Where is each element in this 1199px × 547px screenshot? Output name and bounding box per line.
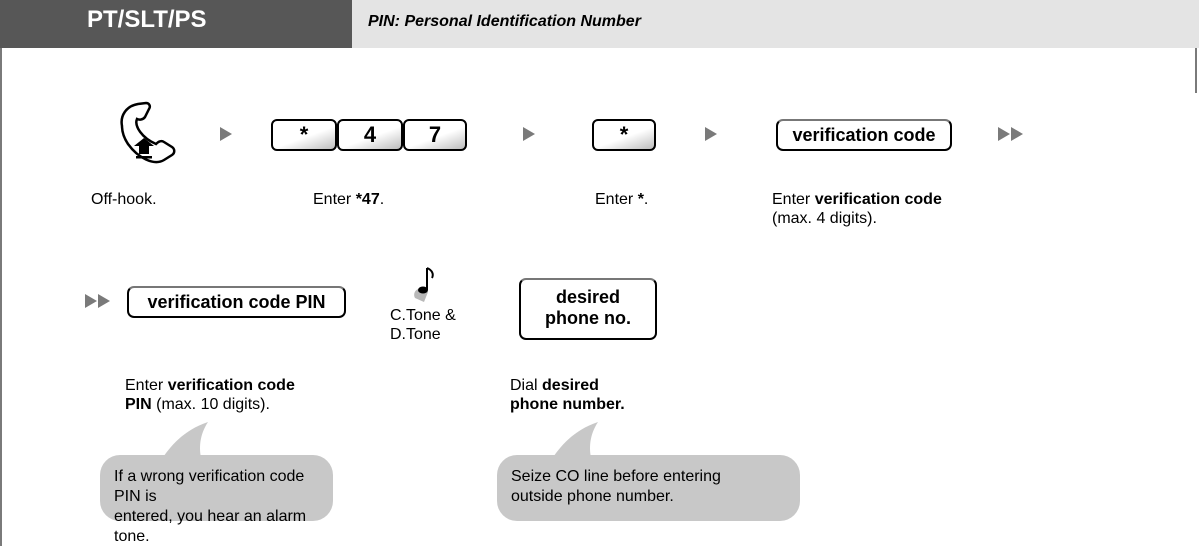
dial-caption-prefix: Dial <box>510 377 543 394</box>
frame-left-border <box>0 48 2 546</box>
header-title: PT/SLT/PS <box>87 6 207 33</box>
key-7: 7 <box>403 119 467 151</box>
header-subtitle-block: PIN: Personal Identification Number <box>352 0 1199 48</box>
double-arrow-right-icon <box>998 127 1023 141</box>
verification-code-pin-button: verification code PIN <box>127 286 346 318</box>
header-bar: PT/SLT/PS PIN: Personal Identification N… <box>0 0 1199 48</box>
verification-code-button: verification code <box>776 119 952 151</box>
bubble-tail-co <box>550 422 598 462</box>
key-star-single: * <box>592 119 656 151</box>
key-4: 4 <box>337 119 403 151</box>
arrow-right-icon <box>705 127 717 141</box>
arrow-right-icon <box>523 127 535 141</box>
bubble-tail-pin <box>160 422 208 462</box>
double-arrow-right-icon <box>85 294 110 308</box>
frame-right-border <box>1195 48 1197 93</box>
note-seize-co-line: Seize CO line before entering outside ph… <box>497 455 800 521</box>
key-star: * <box>271 119 337 151</box>
verification-caption-prefix: Enter <box>772 191 815 208</box>
phone-button-line1: desired <box>555 287 621 307</box>
pin-caption-bold2: PIN <box>125 396 152 413</box>
music-note-icon <box>414 267 434 302</box>
tone-caption: C.Tone & D.Tone <box>390 306 456 344</box>
tone-line1: C.Tone & <box>390 307 456 324</box>
note-co-line1: Seize CO line before entering <box>511 468 721 485</box>
enter-47-code: *47 <box>355 191 380 208</box>
pin-caption-bold1: verification code <box>167 377 295 394</box>
enter-star-code: * <box>637 191 644 208</box>
offhook-caption: Off-hook. <box>91 191 157 208</box>
enter-47-caption: Enter *47. <box>313 190 384 209</box>
note-pin-line2: entered, you hear an alarm tone. <box>114 508 307 545</box>
note-pin-line1: If a wrong verification code PIN is <box>114 468 305 505</box>
enter-star-prefix: Enter <box>595 191 638 208</box>
enter-star-suffix: . <box>643 191 649 208</box>
header-subtitle: PIN: Personal Identification Number <box>368 13 641 30</box>
verification-caption-bold: verification code <box>814 191 942 208</box>
enter-47-suffix: . <box>379 191 385 208</box>
note-co-line2: outside phone number. <box>511 488 674 505</box>
pin-caption-prefix: Enter <box>125 377 168 394</box>
pin-caption-rest: (max. 10 digits). <box>151 396 270 413</box>
enter-star-caption: Enter *. <box>595 190 648 209</box>
desired-phone-number-button: desired phone no. <box>519 278 657 340</box>
arrow-right-icon <box>220 127 232 141</box>
dial-caption: Dial desired phone number. <box>510 376 625 414</box>
handset-offhook-icon <box>120 101 176 164</box>
note-wrong-pin: If a wrong verification code PIN is ente… <box>100 455 333 545</box>
header-title-block: PT/SLT/PS <box>0 0 352 48</box>
phone-button-line2: phone no. <box>545 308 631 328</box>
dial-caption-bold1: desired <box>542 377 599 394</box>
tone-line2: D.Tone <box>390 326 441 343</box>
dial-caption-bold2: phone number. <box>510 396 625 413</box>
pin-caption: Enter verification code PIN (max. 10 dig… <box>125 376 295 414</box>
enter-47-prefix: Enter <box>313 191 356 208</box>
verification-code-caption: Enter verification code (max. 4 digits). <box>772 190 942 228</box>
verification-caption-line2: (max. 4 digits). <box>772 210 877 227</box>
